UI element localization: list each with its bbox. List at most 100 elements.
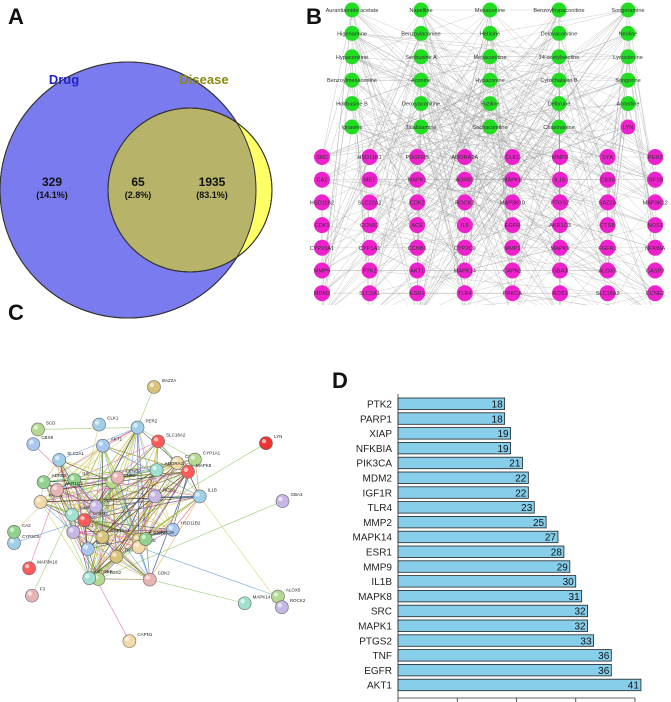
category-label: MAPK8	[358, 592, 392, 603]
network-edge	[369, 33, 560, 180]
ppi-node-label: LYN	[274, 434, 282, 439]
compound-node-label: Deoxyaconitine	[402, 102, 440, 108]
compound-node-label: Chasmanine	[543, 125, 574, 131]
value-label: 41	[628, 681, 640, 692]
bar	[397, 486, 529, 499]
ppi-node-highlight	[153, 437, 159, 442]
compound-node	[413, 72, 429, 88]
network-edge	[489, 126, 513, 180]
compound-node	[413, 25, 429, 41]
network-edge	[464, 179, 513, 226]
ppi-edge	[74, 441, 159, 481]
compound-node	[620, 25, 636, 41]
network-edge	[558, 103, 608, 294]
ppi-node-highlight	[52, 485, 58, 491]
network-edge	[559, 202, 608, 271]
panel-label-b: B	[306, 4, 322, 29]
compound-node-label: Higenamine	[337, 31, 367, 37]
value-label: 22	[515, 488, 527, 499]
ppi-node-highlight	[125, 636, 130, 642]
ppi-edge	[40, 501, 146, 540]
target-node	[361, 285, 378, 302]
network-edge	[321, 33, 629, 158]
target-node	[647, 217, 664, 234]
ppi-edge	[149, 496, 200, 580]
compound-node	[344, 25, 360, 41]
ppi-node-label: CYP2C19	[154, 530, 175, 535]
target-node-label: MDM2	[314, 291, 330, 297]
bar	[397, 663, 612, 677]
compound-node	[551, 2, 567, 18]
ppi-edge	[102, 462, 178, 538]
ppi-edge	[95, 445, 104, 507]
network-edge	[464, 156, 513, 180]
ppi-edge	[40, 496, 200, 503]
ppi-node	[148, 489, 162, 504]
target-node-label: MAPK14	[454, 269, 476, 275]
target-node	[647, 194, 664, 211]
network-edge	[321, 202, 495, 305]
network-edge	[558, 103, 608, 180]
compound-node-label: 14-acetylneoline	[539, 55, 580, 61]
ppi-edge	[137, 427, 139, 548]
bar	[397, 678, 642, 692]
ppi-node	[192, 489, 207, 504]
target-node	[599, 239, 616, 256]
ppi-node-label: IL6	[82, 471, 89, 476]
compound-node-label: Hokbusine B	[336, 102, 368, 108]
compound-node-label: Neoline	[619, 31, 638, 37]
ppi-node-highlight	[133, 423, 138, 428]
compound-node-label: Lycoctonine	[613, 55, 643, 61]
network-edge	[420, 9, 656, 180]
compound-node	[413, 2, 429, 18]
ppi-edge	[98, 500, 283, 580]
target-node-label: SLC2A1	[359, 291, 380, 297]
ppi-node-highlight	[278, 496, 283, 502]
network-edge	[351, 103, 656, 180]
compound-node	[413, 49, 429, 65]
bar	[397, 501, 535, 514]
ppi-node-label: ADORA2A	[165, 461, 187, 466]
ppi-node-label: PER2	[146, 418, 158, 423]
compound-node-label: Hypaconine	[475, 78, 505, 84]
category-label: PARP1	[360, 414, 392, 425]
target-node-label: ROS1	[552, 291, 567, 297]
bar	[397, 442, 511, 455]
ppi-node	[138, 532, 153, 546]
ppi-node-label: PTGES	[97, 569, 112, 574]
category-label: IL1B	[371, 577, 392, 588]
network-edge	[489, 56, 561, 271]
target-node-label: EGFR	[505, 223, 521, 229]
network-edge	[323, 126, 353, 305]
ppi-node-highlight	[91, 502, 97, 507]
target-node	[409, 262, 426, 279]
network-edge	[420, 126, 608, 158]
ppi-node-label: CDK2	[158, 571, 171, 576]
ppi-edge	[95, 506, 99, 580]
network-edge	[420, 56, 491, 305]
ppi-node	[109, 549, 124, 564]
ppi-edge	[117, 477, 173, 530]
network-edge	[489, 56, 656, 226]
ppi-node	[7, 525, 21, 539]
target-node-label: BAZ2A	[599, 200, 617, 206]
category-label: MDM2	[363, 474, 393, 485]
category-label: MMP2	[363, 518, 392, 529]
bar	[397, 560, 571, 573]
compound-node	[413, 119, 429, 135]
compound-node	[482, 96, 498, 112]
ppi-node	[275, 494, 290, 508]
ppi-edge	[199, 496, 283, 608]
compound-node	[344, 119, 360, 135]
venn-label-disease: Disease	[179, 72, 228, 87]
network-edge	[369, 202, 513, 294]
network-edge	[351, 80, 513, 180]
target-node	[504, 217, 521, 234]
network-edge	[489, 9, 656, 203]
network-edge	[384, 126, 629, 305]
ppi-edge	[33, 443, 139, 548]
network-edge	[369, 33, 491, 226]
target-node-label: IGF1R	[647, 178, 663, 184]
value-label: 32	[574, 622, 586, 633]
